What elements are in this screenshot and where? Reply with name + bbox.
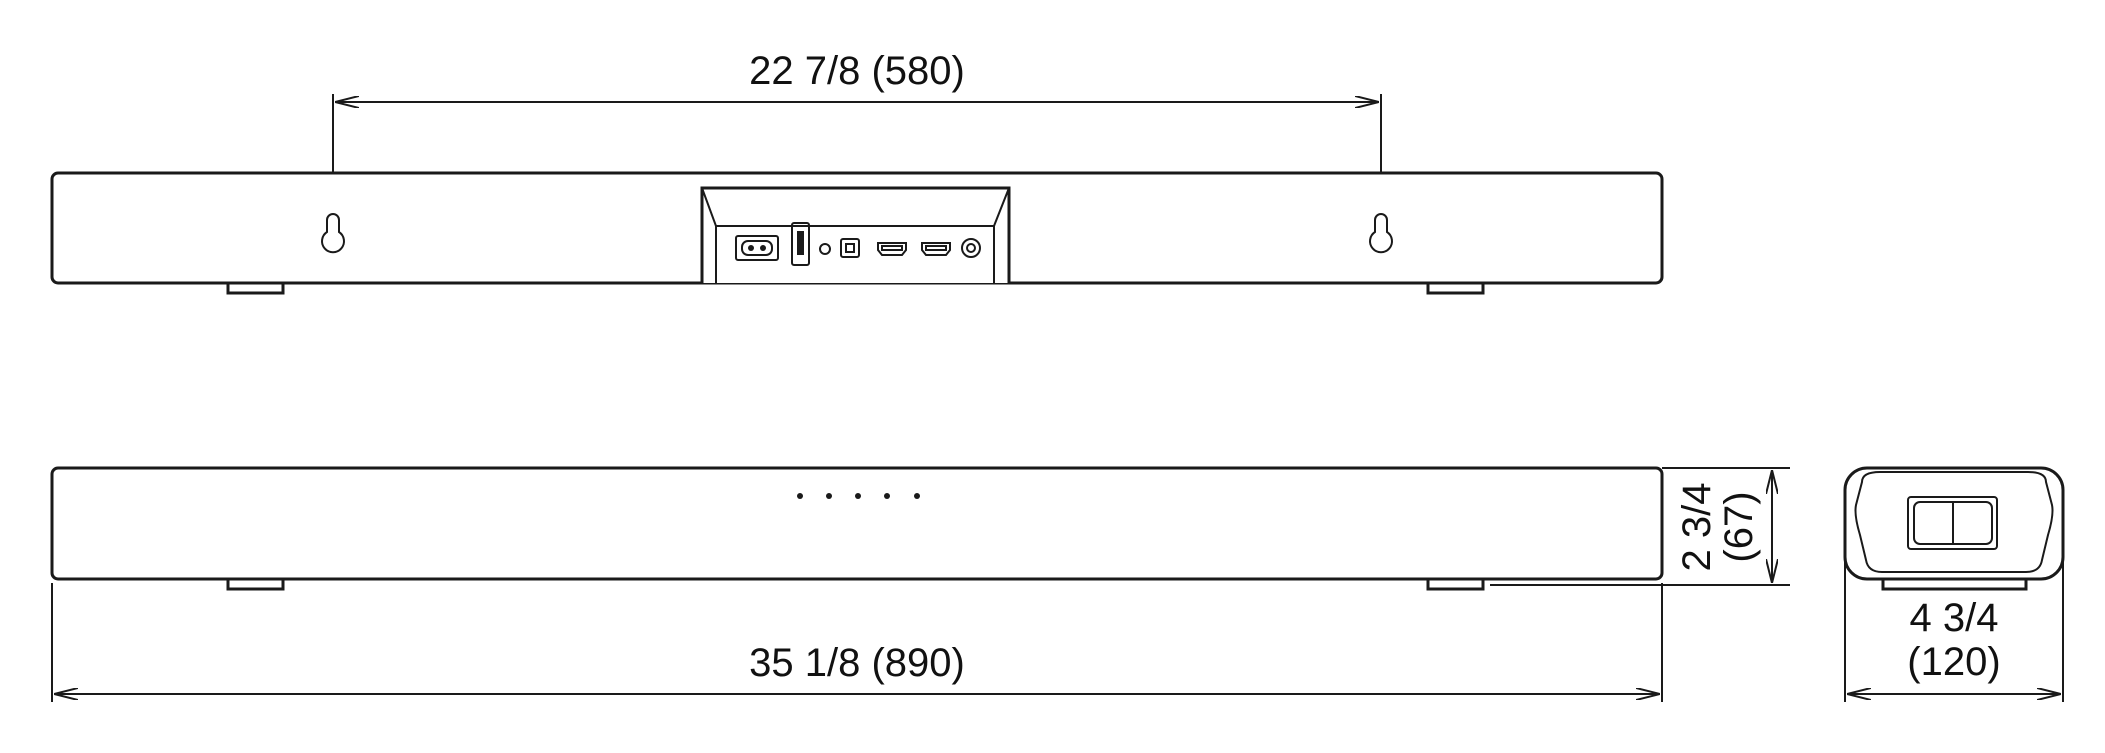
hdmi-port-inner xyxy=(881,245,903,251)
side-button-icon xyxy=(1907,496,1998,550)
keyhole-slot-icon xyxy=(321,213,345,254)
usb-port-icon xyxy=(791,222,810,266)
overall-width-label: 35 1/8 (890) xyxy=(749,641,965,685)
depth-inch-label: 4 3/4 xyxy=(1910,596,1999,640)
connector-panel xyxy=(700,186,1011,283)
indicator-dot-icon xyxy=(914,493,920,499)
indicator-dot-icon xyxy=(884,493,890,499)
indicator-dot-icon xyxy=(855,493,861,499)
side-body-inner xyxy=(1854,471,2054,573)
hdmi-port-icon xyxy=(877,242,907,256)
depth-dimension: 4 3/4 (120) xyxy=(1844,540,2064,702)
ac-inlet-icon xyxy=(735,235,779,261)
mount-spacing-label: 22 7/8 (580) xyxy=(749,49,965,93)
height-inch-label: 2 3/4 xyxy=(1675,483,1719,572)
front-view: 35 1/8 (890) 2 3/4 (67) xyxy=(50,466,1790,702)
indicator-dot-icon xyxy=(826,493,832,499)
height-dimension: 2 3/4 (67) xyxy=(1490,467,1790,586)
depth-mm-label: (120) xyxy=(1907,640,2000,684)
hdmi-port-inner xyxy=(925,245,947,251)
keyhole-slot-icon xyxy=(1369,213,1393,254)
rear-view: 22 7/8 (580) xyxy=(50,49,1664,295)
overall-width-dimension: 35 1/8 (890) xyxy=(51,583,1663,702)
hdmi-port-icon xyxy=(921,242,951,256)
height-mm-label: (67) xyxy=(1717,491,1761,562)
indicator-row xyxy=(797,493,920,499)
indicator-dot-icon xyxy=(797,493,803,499)
jack-icon xyxy=(819,243,831,255)
optical-port-icon xyxy=(840,238,860,258)
side-view: 4 3/4 (120) xyxy=(1843,466,2065,702)
soundbar-front-body xyxy=(50,466,1664,581)
sub-out-jack-icon xyxy=(961,238,981,258)
mount-spacing-dimension: 22 7/8 (580) xyxy=(332,49,1382,232)
